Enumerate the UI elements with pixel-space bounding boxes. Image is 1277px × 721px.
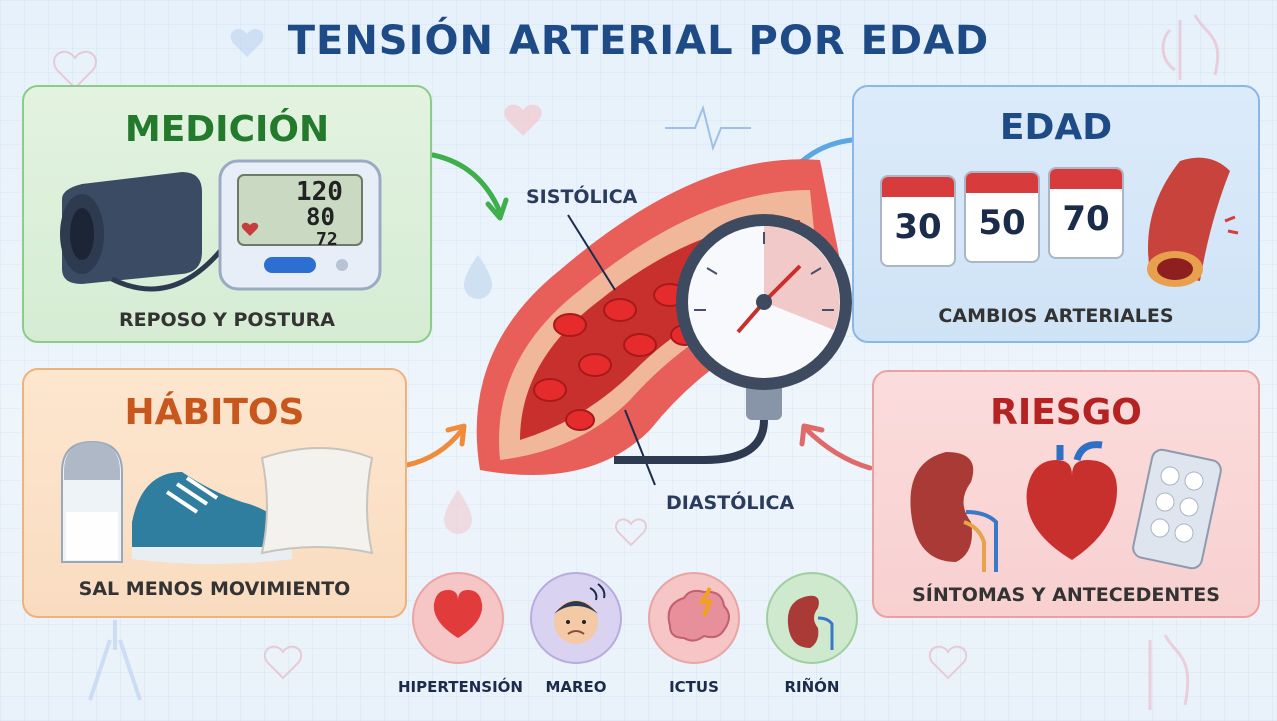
panel-habitos-caption: SAL MENOS MOVIMIENTO bbox=[78, 578, 351, 600]
complication-hipertension bbox=[412, 572, 504, 664]
pillow-icon bbox=[260, 447, 374, 555]
arrow-riesgo bbox=[802, 425, 873, 471]
dizzy-face-icon bbox=[554, 583, 606, 644]
systolic-label: SISTÓLICA bbox=[526, 186, 638, 208]
complication-label-mareo: MAREO bbox=[545, 678, 607, 696]
calendar-30: 30 bbox=[880, 175, 956, 267]
kidney-icon bbox=[910, 452, 998, 572]
panel-edad-caption: CAMBIOS ARTERIALES bbox=[938, 305, 1174, 327]
complication-rinon bbox=[766, 572, 858, 664]
page-title: TENSIÓN ARTERIAL POR EDAD bbox=[287, 18, 990, 64]
panel-edad: EDAD 30 50 70 CAMBIOS ARTERIALES bbox=[852, 85, 1260, 343]
monitor-systolic-value: 120 bbox=[296, 177, 343, 207]
panel-habitos-heading: HÁBITOS bbox=[124, 392, 305, 433]
pressure-gauge-icon bbox=[614, 214, 852, 464]
panel-medicion-heading: MEDICIÓN bbox=[124, 109, 330, 150]
diastolic-label: DIASTÓLICA bbox=[666, 492, 795, 514]
complication-label-ictus: ICTUS bbox=[669, 678, 719, 696]
calendar-50: 50 bbox=[964, 171, 1040, 263]
monitor-diastolic-value: 80 bbox=[306, 203, 335, 231]
panel-habitos: HÁBITOS SAL MENOS MOVIMIENTO bbox=[22, 368, 407, 618]
monitor-pulse-value: 72 bbox=[316, 229, 338, 250]
calendar-70-value: 70 bbox=[1062, 199, 1110, 239]
salt-shaker-icon bbox=[61, 440, 123, 563]
blood-pressure-monitor-icon bbox=[60, 159, 382, 292]
panel-medicion: MEDICIÓN 120 80 72 REPOSO Y POSTURA bbox=[22, 85, 432, 343]
complication-label-hipertension: HIPERTENSIÓN bbox=[398, 678, 523, 696]
brain-icon bbox=[667, 587, 730, 642]
calendar-70: 70 bbox=[1048, 167, 1124, 259]
complication-ictus bbox=[648, 572, 740, 664]
panel-riesgo: RIESGO SÍNTOMAS Y ANTECEDENTES bbox=[872, 370, 1260, 618]
calendar-50-value: 50 bbox=[978, 203, 1026, 243]
panel-riesgo-heading: RIESGO bbox=[990, 392, 1142, 433]
panel-edad-heading: EDAD bbox=[999, 107, 1113, 148]
heart-icon bbox=[433, 590, 483, 638]
panel-riesgo-caption: SÍNTOMAS Y ANTECEDENTES bbox=[912, 584, 1220, 606]
panel-medicion-caption: REPOSO Y POSTURA bbox=[119, 309, 335, 331]
complication-label-rinon: RIÑÓN bbox=[784, 678, 840, 696]
pill-blister-icon bbox=[1132, 448, 1222, 570]
complication-mareo bbox=[530, 572, 622, 664]
arrow-habitos bbox=[404, 427, 465, 468]
arrow-medicion bbox=[430, 152, 503, 215]
calendar-30-value: 30 bbox=[894, 207, 942, 247]
artery-plaque-icon bbox=[1147, 157, 1239, 287]
heart-organ-icon bbox=[1026, 441, 1117, 560]
sneakers-icon bbox=[132, 472, 292, 564]
kidney-icon bbox=[787, 595, 834, 650]
